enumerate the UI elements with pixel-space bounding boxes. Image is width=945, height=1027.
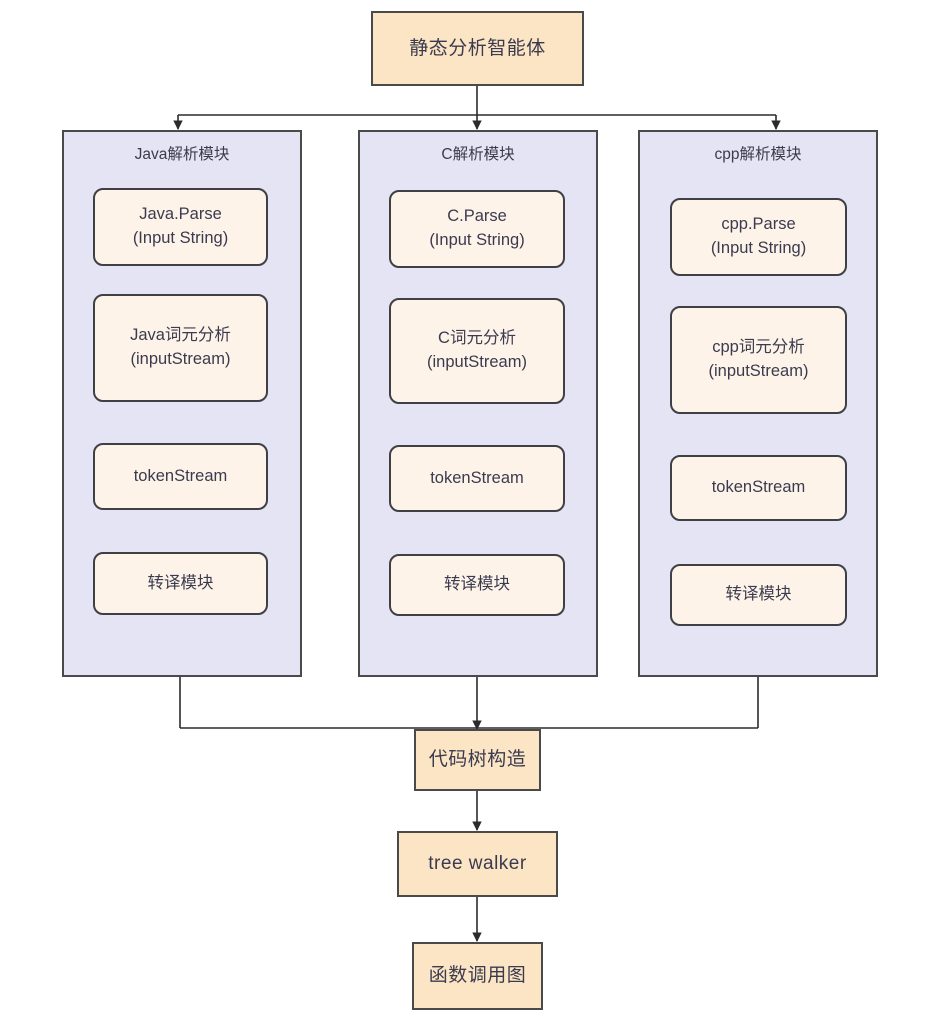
node-line-1: cpp词元分析 xyxy=(712,338,805,357)
group-title-c: C解析模块 xyxy=(441,146,515,163)
group-title-java: Java解析模块 xyxy=(134,146,230,163)
node-text: cpp.Parse (Input String) xyxy=(711,213,806,261)
node-label: 静态分析智能体 xyxy=(409,37,546,59)
node-line-1: 转译模块 xyxy=(444,575,510,594)
node-line-1: cpp.Parse xyxy=(721,215,796,234)
node-tree-walker[interactable]: tree walker xyxy=(397,831,558,897)
node-c-lexer[interactable]: C词元分析 (inputStream) xyxy=(389,298,565,404)
node-c-translate[interactable]: 转译模块 xyxy=(389,554,565,616)
node-line-1: Java.Parse xyxy=(139,205,222,224)
node-java-parse[interactable]: Java.Parse (Input String) xyxy=(93,188,268,266)
node-text: Java.Parse (Input String) xyxy=(133,203,228,251)
node-text: C.Parse (Input String) xyxy=(429,205,524,253)
node-line-1: tokenStream xyxy=(430,468,524,487)
node-text: C词元分析 (inputStream) xyxy=(427,327,527,375)
node-label: 函数调用图 xyxy=(428,965,527,987)
node-line-2: (inputStream) xyxy=(708,362,809,380)
node-line-1: tokenStream xyxy=(711,478,806,497)
node-line-1: 转译模块 xyxy=(147,573,214,592)
node-text: cpp词元分析 (inputStream) xyxy=(709,336,809,384)
node-static-analysis-agent[interactable]: 静态分析智能体 xyxy=(371,11,584,86)
node-label: 代码树构造 xyxy=(428,749,527,771)
node-c-token-stream[interactable]: tokenStream xyxy=(389,445,565,512)
node-line-1: Java词元分析 xyxy=(130,326,231,345)
node-cpp-parse[interactable]: cpp.Parse (Input String) xyxy=(670,198,847,276)
node-line-2: (Input String) xyxy=(710,239,807,257)
node-cpp-lexer[interactable]: cpp词元分析 (inputStream) xyxy=(670,306,847,414)
node-line-2: (Input String) xyxy=(132,229,229,247)
node-cpp-translate[interactable]: 转译模块 xyxy=(670,564,847,626)
node-java-token-stream[interactable]: tokenStream xyxy=(93,443,268,510)
node-java-lexer[interactable]: Java词元分析 (inputStream) xyxy=(93,294,268,402)
node-c-parse[interactable]: C.Parse (Input String) xyxy=(389,190,565,268)
node-line-1: C词元分析 xyxy=(438,329,516,348)
node-java-translate[interactable]: 转译模块 xyxy=(93,552,268,615)
node-line-2: (inputStream) xyxy=(427,353,527,371)
node-line-1: tokenStream xyxy=(133,466,228,485)
node-label: tree walker xyxy=(428,853,527,875)
node-cpp-token-stream[interactable]: tokenStream xyxy=(670,455,847,521)
node-line-1: C.Parse xyxy=(447,207,507,226)
node-function-call-graph[interactable]: 函数调用图 xyxy=(412,942,543,1010)
node-line-2: (Input String) xyxy=(429,231,525,249)
group-title-cpp: cpp解析模块 xyxy=(714,146,802,163)
node-line-1: 转译模块 xyxy=(725,585,792,604)
node-code-tree-construction[interactable]: 代码树构造 xyxy=(414,729,541,791)
node-text: Java词元分析 (inputStream) xyxy=(130,324,231,372)
node-line-2: (inputStream) xyxy=(130,350,231,368)
